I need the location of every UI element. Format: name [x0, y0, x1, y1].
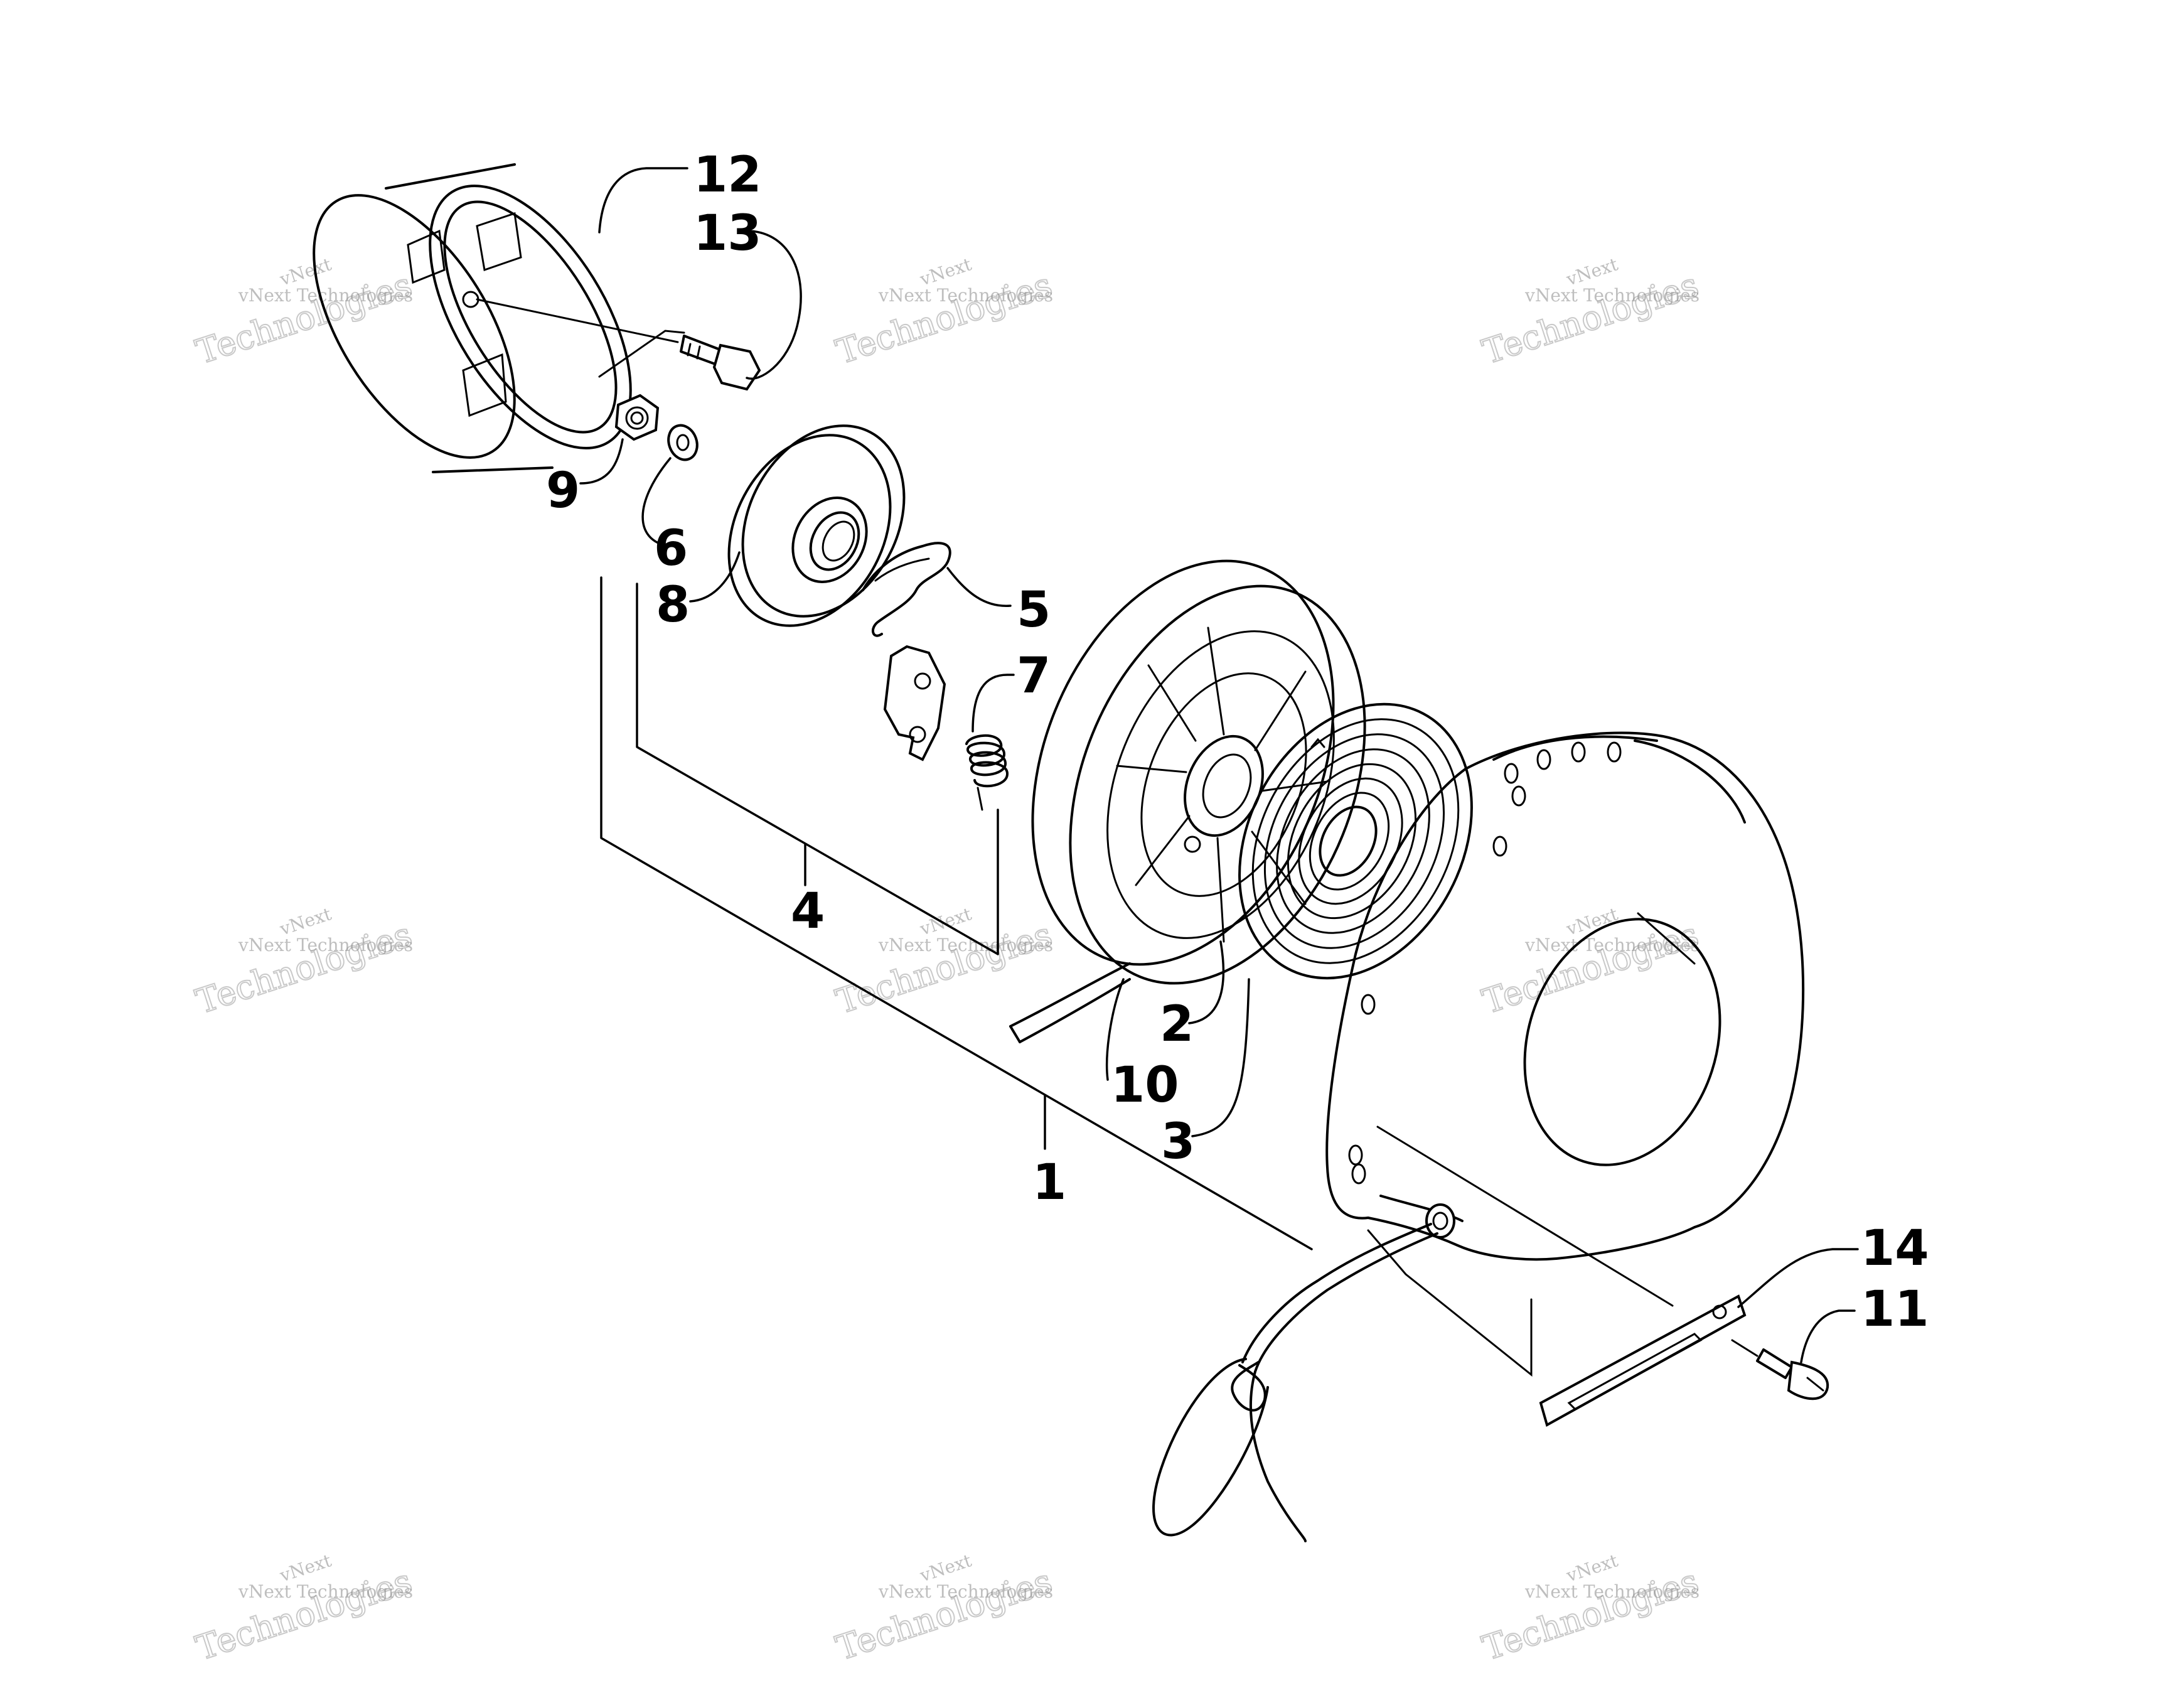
part-6-washer: [667, 424, 699, 461]
callout-8: 8: [656, 577, 690, 633]
callout-6: 6: [654, 520, 688, 577]
leader-8: [689, 551, 741, 603]
callout-4: 4: [791, 883, 825, 940]
leader-2: [1188, 940, 1225, 1024]
watermark-3: vNext Technologies vNext Technologies: [1477, 254, 1704, 372]
callout-1: 1: [1032, 1154, 1066, 1211]
part-11-screw: [1731, 1339, 1829, 1400]
part-7-pawl: [883, 645, 946, 761]
callout-13: 13: [693, 205, 762, 262]
part-7-spring: [965, 734, 1009, 811]
watermark-9: vNext Technologies vNext Technologies: [1477, 1550, 1704, 1668]
callout-11: 11: [1861, 1281, 1929, 1338]
callout-9: 9: [546, 463, 580, 519]
part-12-starter-cup: [313, 163, 679, 473]
callout-14: 14: [1861, 1220, 1929, 1277]
watermark-6: vNext Technologies vNext Technologies: [1477, 903, 1704, 1022]
watermark-line1: vNext Technologies: [238, 285, 413, 306]
callout-5: 5: [1017, 582, 1051, 638]
callout-3: 3: [1161, 1114, 1195, 1170]
watermark-line1: vNext Technologies: [238, 1581, 413, 1602]
watermark-line1: vNext Technologies: [1524, 935, 1700, 955]
part-1-housing: [1152, 731, 1805, 1542]
leader-10: [1105, 978, 1125, 1081]
part-13-bolt: [598, 330, 761, 391]
watermark-line1: vNext Technologies: [878, 935, 1053, 955]
watermark-line1: vNext Technologies: [1524, 285, 1700, 306]
part-9-nut: [614, 394, 660, 441]
callout-10: 10: [1111, 1057, 1179, 1114]
watermark-line1: vNext Technologies: [238, 935, 413, 955]
callout-12: 12: [693, 147, 762, 203]
leader-13: [746, 230, 802, 380]
leader-11: [1800, 1309, 1856, 1363]
part-14-plate: [1376, 1126, 1747, 1427]
watermarks: vNext Technologies vNext Technologies vN…: [191, 254, 1704, 1668]
leader-7: [972, 674, 1015, 733]
callout-2: 2: [1160, 996, 1194, 1053]
watermark-7: vNext Technologies vNext Technologies: [191, 1550, 417, 1668]
leader-14: [1737, 1248, 1859, 1308]
leader-9: [579, 438, 624, 485]
part-2-pulley: [1009, 559, 1366, 1043]
part-8-pulley-plate: [727, 424, 906, 627]
leader-3: [1191, 978, 1250, 1137]
leader-6: [641, 457, 672, 547]
leader-1: [600, 576, 1313, 1250]
leader-12: [598, 167, 688, 234]
leader-5: [946, 567, 1012, 607]
watermark-line1: vNext Technologies: [878, 285, 1053, 306]
leader-4: [636, 583, 999, 955]
part-3-recoil-spring: [1238, 702, 1473, 980]
watermark-2: vNext Technologies vNext Technologies: [831, 254, 1057, 372]
watermark-line1: vNext Technologies: [878, 1581, 1053, 1602]
watermark-4: vNext Technologies vNext Technologies: [191, 903, 417, 1022]
part-5-spring-clip: [862, 542, 951, 637]
watermark-line1: vNext Technologies: [1524, 1581, 1700, 1602]
watermark-8: vNext Technologies vNext Technologies: [831, 1550, 1057, 1668]
leader-lines: [579, 167, 1859, 1363]
callout-7: 7: [1017, 648, 1051, 704]
watermark-1: vNext Technologies vNext Technologies: [191, 254, 417, 372]
callout-labels: 12 13 9 6 8 5 7 4 2 10 3 1 14 11: [546, 147, 1929, 1338]
watermark-5: vNext Technologies vNext Technologies: [831, 903, 1057, 1022]
